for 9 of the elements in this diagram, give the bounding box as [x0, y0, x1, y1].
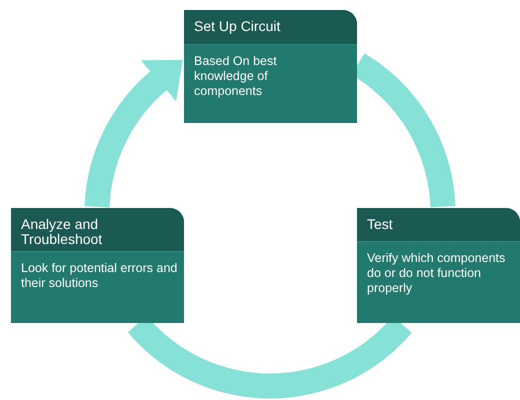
step-card — [357, 208, 520, 323]
step-title: Set Up Circuit — [184, 10, 357, 45]
step-description: Based On best knowledge of components — [194, 54, 278, 99]
step-title: Analyze and Troubleshoot — [11, 208, 184, 252]
step-description: Verify which components do or do not function properly — [367, 251, 506, 296]
step-card — [184, 10, 357, 123]
step-title: Test — [357, 208, 520, 242]
step-card — [11, 208, 184, 323]
step-description: Look for potential errors and their solutions — [21, 261, 178, 291]
